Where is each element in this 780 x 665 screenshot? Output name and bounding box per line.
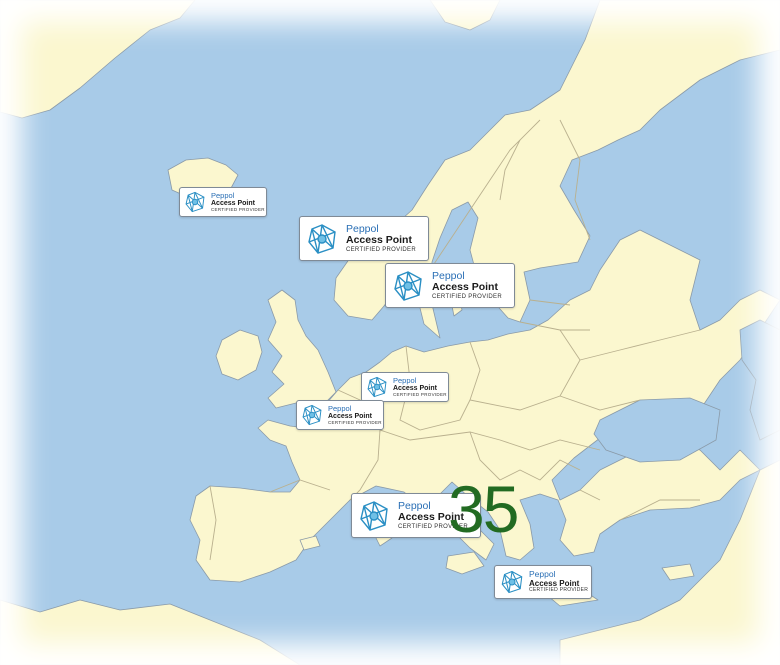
badge-subtitle: CERTIFIED PROVIDER <box>432 293 502 300</box>
badge-subtitle: CERTIFIED PROVIDER <box>393 391 447 397</box>
border-finland-russia <box>559 119 591 241</box>
badge-title: Access Point <box>393 384 437 392</box>
land-cyprus <box>661 563 695 581</box>
peppol-logo-icon <box>308 223 336 254</box>
badge-title: Access Point <box>529 578 580 588</box>
border-portugal <box>209 485 217 561</box>
land-greenland <box>0 0 196 119</box>
peppol-logo-icon <box>302 404 322 426</box>
border-france <box>337 389 381 501</box>
badge-subtitle: CERTIFIED PROVIDER <box>328 419 382 425</box>
caspian-sea <box>739 319 780 441</box>
badge-brand: Peppol <box>393 375 417 385</box>
peppol-logo-icon <box>501 570 523 594</box>
badge-title: Access Point <box>328 412 372 420</box>
badge-brand: Peppol <box>211 190 235 200</box>
land-balearics <box>299 535 321 551</box>
peppol-logo-icon <box>394 270 422 301</box>
land-ireland <box>215 329 263 381</box>
badge-brand: Peppol <box>432 269 465 282</box>
badge-brand: Peppol <box>398 499 431 512</box>
badge-subtitle: CERTIFIED PROVIDER <box>398 523 468 530</box>
land-sicily <box>445 551 485 575</box>
badge-subtitle: CERTIFIED PROVIDER <box>211 206 265 212</box>
badge-subtitle: CERTIFIED PROVIDER <box>529 587 589 594</box>
badge-title: Access Point <box>346 234 412 247</box>
black-sea <box>593 397 721 463</box>
badge-title: Access Point <box>398 511 464 524</box>
land-mainland <box>333 0 780 339</box>
badge-title: Access Point <box>211 199 255 207</box>
border-ukraine <box>559 329 701 411</box>
border-spain-france <box>269 479 331 493</box>
peppol-logo-icon <box>360 500 388 531</box>
border-alps <box>379 429 501 441</box>
peppol-logo-icon <box>367 376 387 398</box>
border-sweden-finland <box>499 139 521 201</box>
badge-brand: Peppol <box>346 222 379 235</box>
provider-count-label: 35 <box>448 472 519 546</box>
badge-title: Access Point <box>432 281 498 294</box>
border-turkey <box>579 489 700 521</box>
badge-brand: Peppol <box>328 403 352 413</box>
border-balkans <box>469 431 601 481</box>
land-svalbard <box>429 0 501 31</box>
badge-brand: Peppol <box>529 569 556 580</box>
badge-subtitle: CERTIFIED PROVIDER <box>346 246 416 253</box>
peppol-logo-icon <box>185 191 205 213</box>
